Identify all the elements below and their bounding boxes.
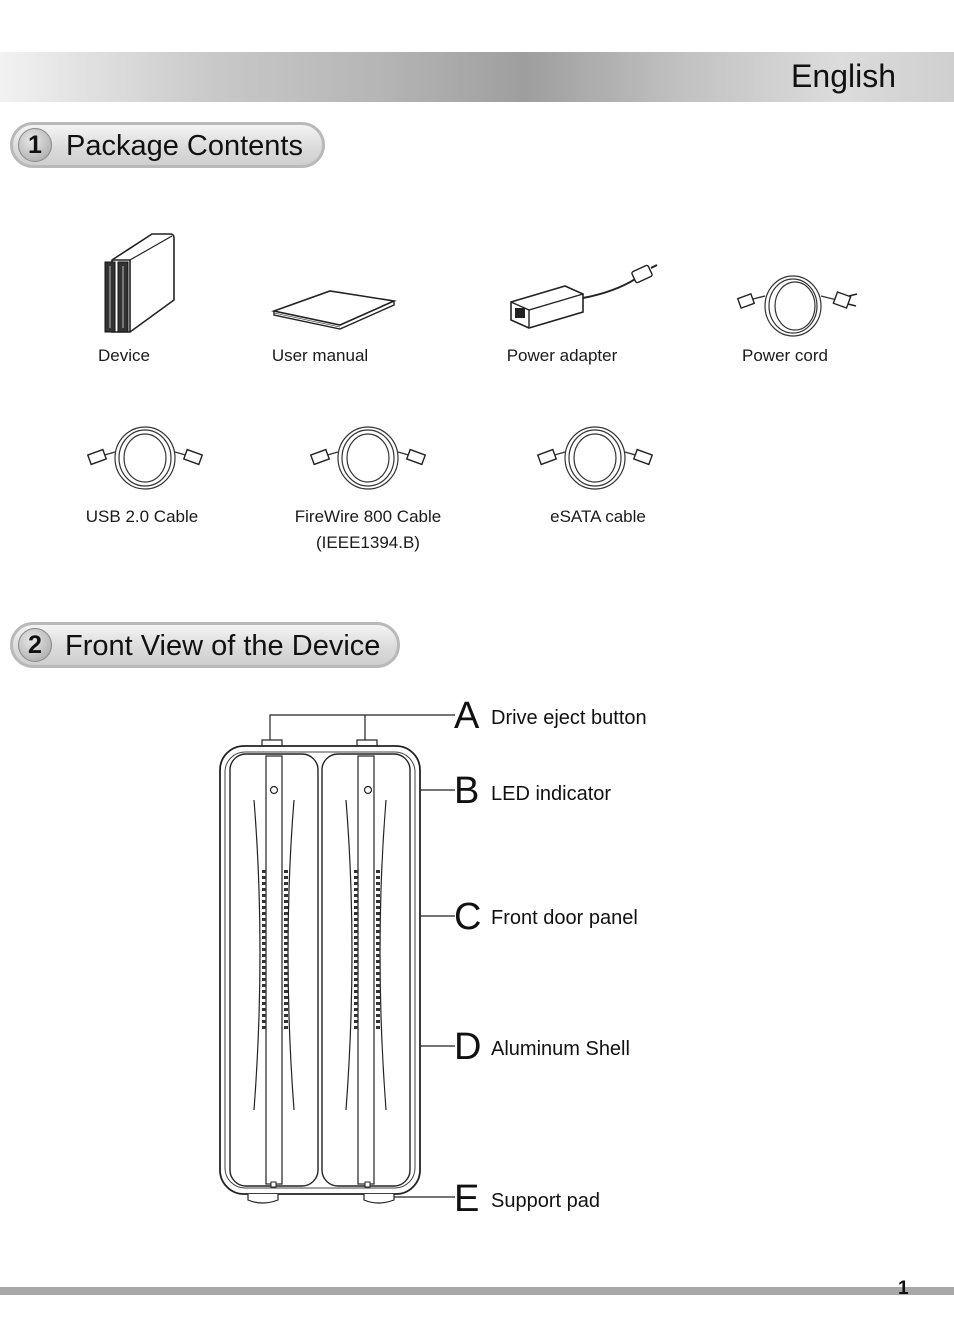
item-label-firewire-standard: (IEEE1394.B) xyxy=(316,533,420,552)
item-label-usb-cable: USB 2.0 Cable xyxy=(85,507,199,526)
page-number: 1 xyxy=(898,1278,909,1299)
callout-text-support-pad: Support pad xyxy=(491,1190,600,1212)
section-number: 2 xyxy=(18,628,52,662)
section-heading-front-view: 2 Front View of the Device xyxy=(10,622,400,668)
item-label-power-adapter: Power adapter xyxy=(506,346,618,365)
callout-letter-c: C xyxy=(454,896,482,938)
device-icon xyxy=(104,233,175,333)
section-title: Package Contents xyxy=(66,130,303,162)
power-cord-icon xyxy=(736,275,858,337)
callout-text-led-indicator: LED indicator xyxy=(491,783,612,805)
section-heading-package-contents: 1 Package Contents xyxy=(10,122,325,168)
footer-bar xyxy=(0,1287,954,1295)
callout-letter-a: A xyxy=(454,695,480,737)
item-label-firewire-cable: FireWire 800 Cable xyxy=(294,507,442,526)
esata-cable-icon xyxy=(536,426,654,490)
power-adapter-icon xyxy=(510,264,658,329)
callout-text-aluminum-shell: Aluminum Shell xyxy=(491,1038,630,1060)
item-label-power-cord: Power cord xyxy=(742,346,828,365)
item-label-esata-cable: eSATA cable xyxy=(550,507,646,526)
manual-icon xyxy=(271,290,397,330)
callout-text-drive-eject-button: Drive eject button xyxy=(491,707,647,729)
firewire-cable-icon xyxy=(309,426,427,490)
section-title: Front View of the Device xyxy=(65,630,381,662)
callout-text-front-door-panel: Front door panel xyxy=(491,907,638,929)
device-front-view-diagram xyxy=(219,714,455,1204)
language-label: English xyxy=(791,58,896,94)
callout-letter-e: E xyxy=(454,1178,480,1220)
callout-letter-d: D xyxy=(454,1026,482,1068)
item-label-device: Device xyxy=(98,346,150,365)
section-number: 1 xyxy=(18,128,52,162)
callout-letter-b: B xyxy=(454,770,480,812)
item-label-user-manual: User manual xyxy=(271,346,369,365)
language-bar: English xyxy=(0,52,954,102)
usb-cable-icon xyxy=(86,426,204,490)
